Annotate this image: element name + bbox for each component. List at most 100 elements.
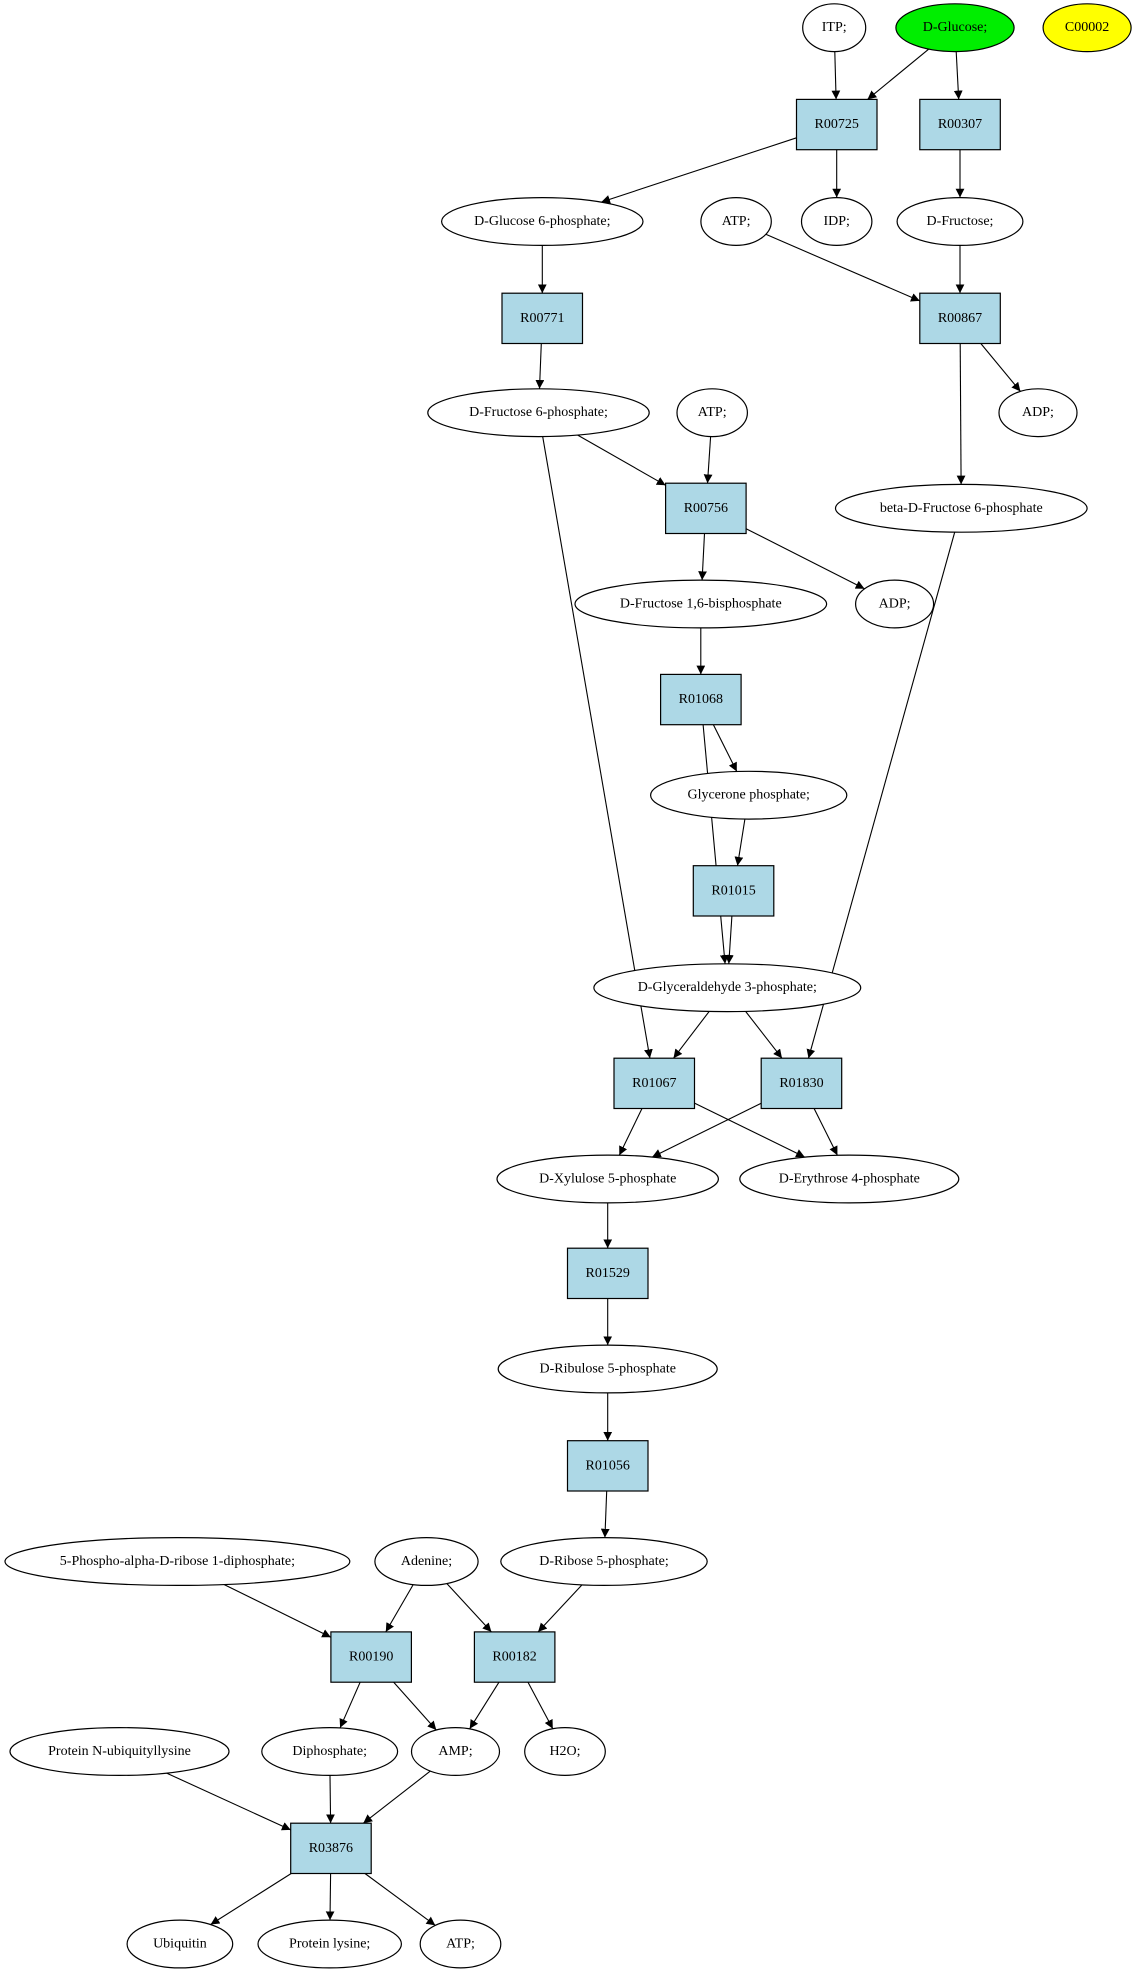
node-label: D-Erythrose 4-phosphate [779,1172,920,1187]
node-label: R01529 [586,1266,630,1281]
reaction-box [473,1631,556,1683]
reaction-node-r01056[interactable]: R01056 [566,1440,649,1492]
reaction-box [330,1631,412,1683]
compound-node-atp2[interactable]: ATP; [676,388,749,438]
compound-node-bf6p[interactable]: beta-D-Fructose 6-phosphate [834,483,1088,533]
node-label: 5-Phospho-alpha-D-ribose 1-diphosphate; [60,1554,295,1569]
reaction-box [760,1057,843,1110]
compound-node-ru5p[interactable]: D-Ribulose 5-phosphate [497,1344,718,1394]
compound-ellipse [261,1726,399,1776]
reaction-box [566,1440,649,1492]
compound-ellipse [739,1154,960,1204]
compound-node-adp1[interactable]: ADP; [998,388,1078,438]
node-label: D-Glyceraldehyde 3-phosphate; [638,980,817,995]
reaction-node-r00771[interactable]: R00771 [501,292,584,345]
edge-r01830-to-e4p [813,1108,838,1156]
node-label: R00771 [520,311,564,326]
reaction-node-r00756[interactable]: R00756 [664,482,747,535]
node-label: AMP; [438,1744,472,1759]
edge-r03876-to-plys [325,1873,335,1921]
node-label: ADP; [879,597,911,612]
compound-node-itp[interactable]: ITP; [802,3,867,53]
reaction-node-r01830[interactable]: R01830 [760,1057,843,1110]
edge-r03876-to-atp3 [364,1873,436,1926]
compound-node-h2o[interactable]: H2O; [524,1726,606,1776]
compound-node-prpp[interactable]: 5-Phospho-alpha-D-ribose 1-diphosphate; [4,1536,351,1586]
edge-bf6p-to-r01830 [806,532,956,1059]
reaction-box [613,1057,696,1110]
compound-node-x5p[interactable]: D-Xylulose 5-phosphate [496,1154,719,1204]
compound-node-g6p[interactable]: D-Glucose 6-phosphate; [440,197,644,247]
edges-layer [166,48,1021,1926]
compound-node-f16bp[interactable]: D-Fructose 1,6-bisphosphate [574,579,828,629]
reaction-node-r00307[interactable]: R00307 [919,98,1001,151]
reaction-box [501,292,584,345]
compound-node-atp3[interactable]: ATP; [419,1919,502,1969]
edge-atp2-to-r00756 [703,436,713,484]
edge-r00771-to-f6p [535,343,545,389]
compound-ellipse [410,1726,501,1776]
reaction-node-r03876[interactable]: R03876 [290,1822,372,1875]
node-label: R01830 [779,1076,823,1091]
compound-node-gp[interactable]: Glycerone phosphate; [650,770,848,820]
compound-ellipse [650,770,848,820]
node-label: ATP; [722,214,751,229]
compound-node-amp[interactable]: AMP; [410,1726,501,1776]
edge-r00190-to-amp [393,1681,437,1731]
reaction-box [795,98,878,151]
compound-ellipse [496,1154,719,1204]
compound-ellipse [802,3,867,53]
compound-node-c00002[interactable]: C00002 [1042,3,1132,53]
reaction-node-r01067[interactable]: R01067 [613,1057,696,1110]
edge-r01067-to-x5p [618,1108,643,1156]
node-label: R00725 [815,117,859,132]
compound-ellipse [895,3,1015,53]
compound-ellipse [676,388,749,438]
node-label: D-Fructose 6-phosphate; [469,405,608,420]
compound-ellipse [427,388,650,438]
compound-node-ubiquitin[interactable]: Ubiquitin [126,1919,234,1969]
compound-node-adenine[interactable]: Adenine; [374,1536,479,1586]
compound-ellipse [419,1919,502,1969]
node-label: C00002 [1065,20,1109,35]
compound-ellipse [257,1919,402,1969]
reaction-node-r01529[interactable]: R01529 [566,1247,649,1300]
node-label: ATP; [446,1937,475,1952]
edge-g3p-to-r01830 [745,1011,783,1059]
compound-node-g3p[interactable]: D-Glyceraldehyde 3-phosphate; [593,963,862,1013]
compound-node-idp[interactable]: IDP; [800,197,873,247]
compound-ellipse [800,197,873,247]
compound-ellipse [440,197,644,247]
reaction-node-r00190[interactable]: R00190 [330,1631,412,1683]
edge-atp1-to-r00867 [765,233,921,302]
node-label: D-Fructose; [927,214,994,229]
reaction-node-r01068[interactable]: R01068 [659,673,742,726]
compound-node-diphosphate[interactable]: Diphosphate; [261,1726,399,1776]
reaction-node-r00725[interactable]: R00725 [795,98,878,151]
compound-node-adp2[interactable]: ADP; [854,579,935,629]
compound-ellipse [524,1726,606,1776]
compound-node-e4p[interactable]: D-Erythrose 4-phosphate [739,1154,960,1204]
node-label: D-Fructose 1,6-bisphosphate [620,597,782,612]
node-label: D-Glucose 6-phosphate; [474,214,610,229]
compound-node-plys[interactable]: Protein lysine; [257,1919,402,1969]
reaction-node-r00867[interactable]: R00867 [919,292,1001,345]
compound-ellipse [500,1536,708,1586]
edge-r01015-to-g3p [724,915,734,964]
node-label: D-Ribulose 5-phosphate [539,1362,675,1377]
edge-r00182-to-amp [469,1682,500,1730]
compound-node-r5p[interactable]: D-Ribose 5-phosphate; [500,1536,708,1586]
compound-node-dglucose[interactable]: D-Glucose; [895,3,1015,53]
node-label: R00182 [492,1650,536,1665]
reaction-node-r01015[interactable]: R01015 [692,865,775,917]
compound-ellipse [1042,3,1132,53]
compound-node-f6p[interactable]: D-Fructose 6-phosphate; [427,388,650,438]
reaction-node-r00182[interactable]: R00182 [473,1631,556,1683]
compound-node-dfructose[interactable]: D-Fructose; [896,197,1024,247]
compound-node-atp1[interactable]: ATP; [700,197,772,247]
edge-dglucose-to-r00307 [953,51,963,100]
edge-dglucose-to-r00725 [867,48,930,100]
compound-node-pnul[interactable]: Protein N-ubiquityllysine [9,1726,230,1776]
reaction-box [919,292,1001,345]
